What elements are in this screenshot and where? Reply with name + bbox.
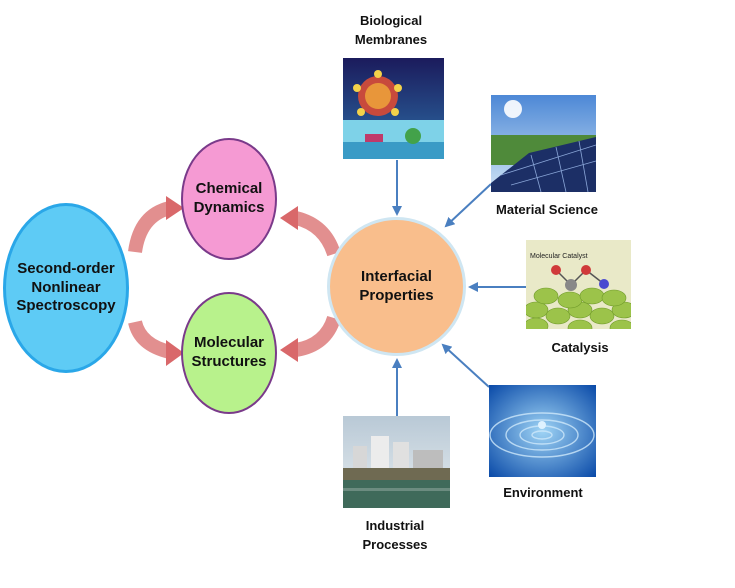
- node-label: Molecular Structures: [191, 334, 267, 370]
- environment-image: [489, 385, 596, 477]
- curved-arrow-interf-to-chem: [294, 211, 341, 257]
- node-label: Second-order Nonlinear Spectroscopy: [16, 259, 116, 315]
- curved-arrow-interf-to-mol: [294, 315, 341, 357]
- node-second-order-spectroscopy: Second-order Nonlinear Spectroscopy: [3, 203, 129, 373]
- node-chemical-dynamics: Chemical Dynamics: [181, 138, 277, 260]
- arrowhead-interf-to-mol: [280, 338, 298, 362]
- catalysis-image: Molecular Catalyst: [526, 240, 631, 329]
- catalysis-overlay-text: Molecular Catalyst: [530, 253, 588, 260]
- arrow-environment-to-interfacial: [441, 343, 490, 388]
- label-material-science: Material Science: [496, 202, 598, 217]
- node-molecular-structures: Molecular Structures: [181, 292, 277, 414]
- biological-membranes-image: [343, 58, 444, 159]
- arrowhead-interf-to-chem: [280, 206, 298, 230]
- material-science-image: [491, 95, 596, 192]
- curved-arrow-spectro-to-mol: [128, 320, 172, 359]
- arrow-material-to-interfacial: [444, 183, 492, 228]
- label-environment: Environment: [503, 485, 583, 500]
- arrowhead-spectro-to-mol: [166, 340, 184, 366]
- node-interfacial-properties: Interfacial Properties: [327, 217, 466, 356]
- label-industrial-processes: Industrial Processes: [362, 518, 428, 552]
- arrowhead-spectro-to-chem: [166, 196, 184, 220]
- curved-arrow-spectro-to-chem: [128, 201, 172, 254]
- label-catalysis: Catalysis: [551, 340, 609, 355]
- industrial-processes-image: [343, 416, 450, 508]
- label-biological-membranes: Biological Membranes: [354, 13, 428, 47]
- node-label: Interfacial Properties: [359, 267, 434, 304]
- node-label: Chemical Dynamics: [193, 180, 265, 216]
